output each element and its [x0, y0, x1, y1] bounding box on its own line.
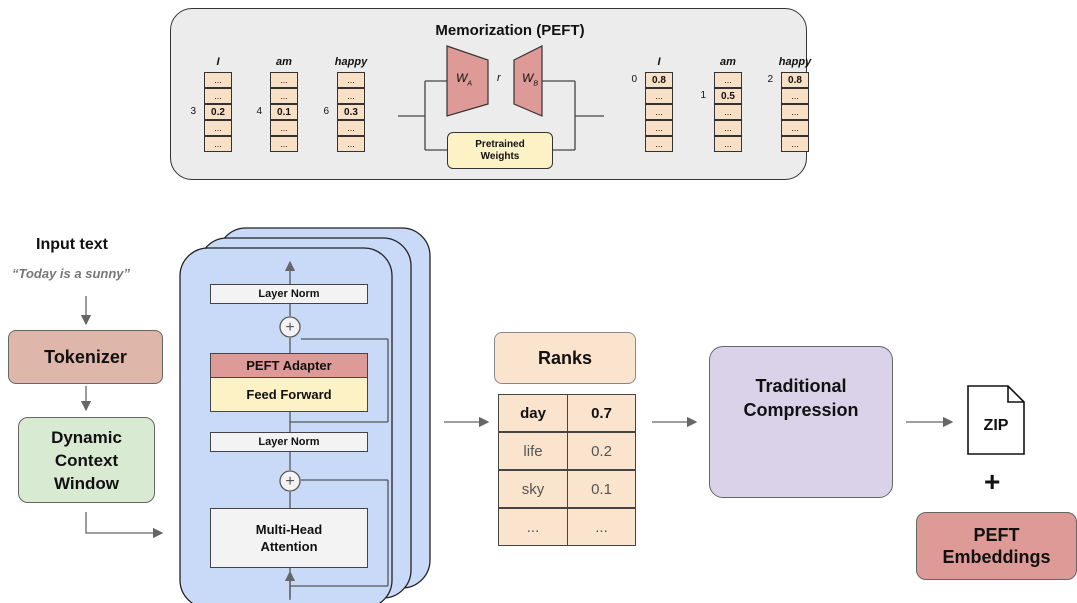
peft-adapter-box: PEFT Adapter [210, 353, 368, 378]
embedding-cell: ... [781, 88, 809, 104]
embedding-cell: ... [270, 136, 298, 152]
token-label: am [720, 56, 736, 68]
layer-norm-top: Layer Norm [210, 284, 368, 304]
svg-text:+: + [285, 473, 294, 490]
rank-value-cell: 0.1 [567, 470, 636, 508]
embedding-cell: ... [270, 88, 298, 104]
token-index: 2 [767, 74, 773, 85]
input-text-title: Input text [36, 236, 108, 253]
token-index: 3 [190, 106, 196, 117]
embedding-cell: ... [645, 136, 673, 152]
feed-forward-box: Feed Forward [210, 377, 368, 412]
zip-file-icon [967, 385, 1025, 455]
embedding-cell: ... [270, 120, 298, 136]
token-label: I [657, 56, 661, 68]
embedding-cell: ... [714, 136, 742, 152]
embedding-cell: ... [337, 72, 365, 88]
plus-sign: + [984, 466, 1001, 497]
token-label: I [216, 56, 220, 68]
token-index: 0 [631, 74, 637, 85]
token-index: 6 [323, 106, 329, 117]
rank-value-cell: 0.7 [567, 394, 636, 432]
compression-box [709, 346, 893, 498]
embedding-cell: ... [781, 120, 809, 136]
rank-value-cell: ... [567, 508, 636, 546]
embedding-cell: ... [337, 120, 365, 136]
context-to-transformer-arrow [85, 512, 164, 539]
layer-norm-mid: Layer Norm [210, 432, 368, 452]
embedding-cell: ... [781, 136, 809, 152]
input-text-example: “Today is a sunny” [12, 266, 130, 281]
wa-trapezoid [446, 45, 489, 117]
embedding-cell: ... [714, 120, 742, 136]
embedding-cell: ... [781, 104, 809, 120]
context-window-box: Dynamic Context Window [18, 417, 155, 503]
embedding-cell: ... [645, 120, 673, 136]
embedding-cell: ... [714, 104, 742, 120]
svg-text:+: + [285, 319, 294, 336]
embedding-cell: ... [204, 120, 232, 136]
token-label: am [276, 56, 292, 68]
embedding-cell: ... [714, 72, 742, 88]
token-index: 1 [700, 90, 706, 101]
compression-title: Traditional Compression [743, 376, 859, 420]
zip-label: ZIP [983, 417, 1009, 434]
rank-token-cell: sky [498, 470, 568, 508]
embedding-cell: 0.2 [204, 104, 232, 120]
embedding-cell: ... [204, 72, 232, 88]
embedding-cell: 0.8 [645, 72, 673, 88]
embedding-cell: 0.5 [714, 88, 742, 104]
embedding-cell: 0.8 [781, 72, 809, 88]
token-label: happy [334, 56, 368, 68]
embedding-cell: ... [645, 104, 673, 120]
rank-value-cell: 0.2 [567, 432, 636, 470]
token-index: 4 [256, 106, 262, 117]
embedding-cell: ... [645, 88, 673, 104]
embedding-cell: ... [270, 72, 298, 88]
peft-embeddings-box: PEFT Embeddings [916, 512, 1077, 580]
residual-add-bottom-icon [279, 470, 301, 492]
rank-symbol: r [497, 72, 501, 84]
rank-token-cell: ... [498, 508, 568, 546]
ranks-title-box: Ranks [494, 332, 636, 384]
multi-head-attention-box: Multi-Head Attention [210, 508, 368, 568]
embedding-cell: ... [337, 88, 365, 104]
embedding-cell: ... [204, 136, 232, 152]
memorization-wiring [398, 80, 604, 151]
wa-label: WA [456, 71, 472, 88]
embedding-cell: ... [204, 88, 232, 104]
embedding-cell: ... [337, 136, 365, 152]
rank-token-cell: day [498, 394, 568, 432]
residual-add-top-icon [279, 316, 301, 338]
token-label: happy [778, 56, 812, 68]
memorization-title: Memorization (PEFT) [435, 22, 585, 39]
pretrained-weights-box: Pretrained Weights [447, 132, 553, 169]
rank-token-cell: life [498, 432, 568, 470]
embedding-cell: 0.3 [337, 104, 365, 120]
wb-trapezoid [513, 45, 543, 117]
tokenizer-box: Tokenizer [8, 330, 163, 384]
embedding-cell: 0.1 [270, 104, 298, 120]
wb-label: WB [522, 71, 538, 88]
